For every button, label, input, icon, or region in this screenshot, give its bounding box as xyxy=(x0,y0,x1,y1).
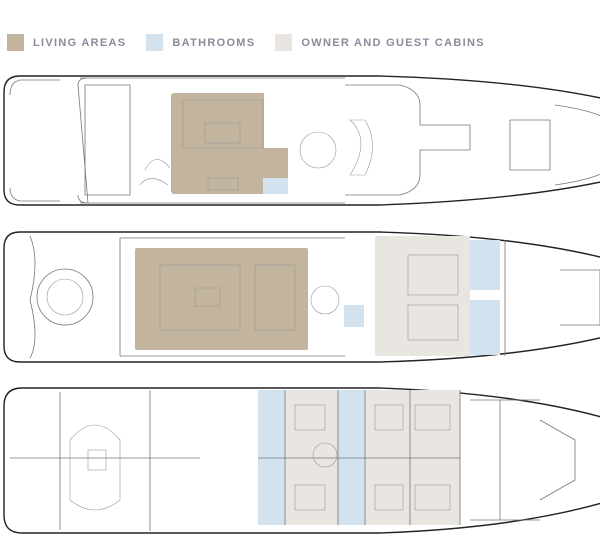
cabins-swatch xyxy=(275,34,293,51)
bathroom xyxy=(258,390,285,525)
guest-cabin xyxy=(285,390,338,525)
legend-label: OWNER AND GUEST CABINS xyxy=(301,36,485,49)
living-areas-swatch xyxy=(7,34,24,51)
bathroom xyxy=(263,178,288,194)
upper-deck xyxy=(3,75,600,206)
bathroom xyxy=(470,240,500,290)
bathroom xyxy=(344,305,364,327)
legend-label: LIVING AREAS xyxy=(33,36,127,49)
legend-cabins: OWNER AND GUEST CABINS xyxy=(275,34,484,51)
guest-cabin xyxy=(365,390,460,525)
legend-bathrooms: BATHROOMS xyxy=(146,34,255,51)
owner-cabin xyxy=(375,236,470,356)
bathrooms-swatch xyxy=(146,34,164,51)
main-deck xyxy=(3,231,600,363)
living-area xyxy=(135,248,308,350)
lower-deck xyxy=(3,387,600,534)
legend: LIVING AREAS BATHROOMS OWNER AND GUEST C… xyxy=(7,34,505,51)
legend-living-areas: LIVING AREAS xyxy=(7,34,126,51)
bathroom xyxy=(470,300,500,355)
living-area xyxy=(171,93,288,194)
bathroom xyxy=(338,390,365,525)
legend-label: BATHROOMS xyxy=(172,36,256,49)
